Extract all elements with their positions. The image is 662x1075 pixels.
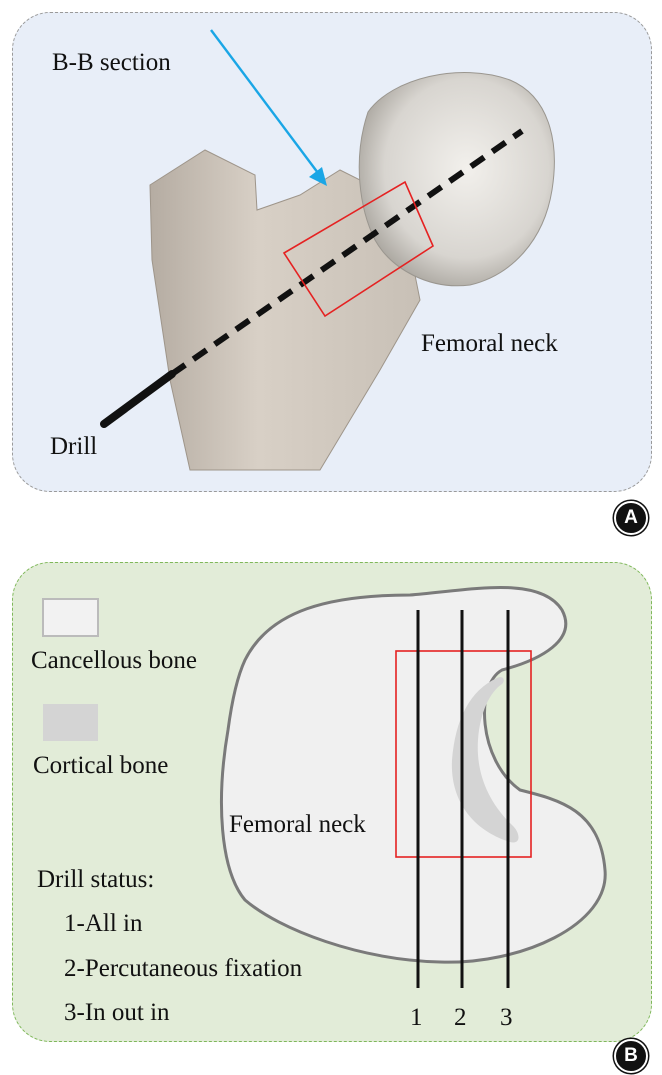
- drill-status-title: Drill status:: [37, 867, 154, 892]
- femoral-neck-label-b: Femoral neck: [229, 812, 366, 837]
- legend-cortical-label: Cortical bone: [33, 753, 168, 778]
- femoral-neck-outline: [221, 588, 605, 963]
- drill-number-3: 3: [500, 1005, 513, 1030]
- cortical-swatch: [43, 704, 98, 741]
- drill-status-item-1: 1-All in: [64, 911, 142, 936]
- cancellous-swatch: [43, 599, 98, 636]
- drill-number-2: 2: [454, 1005, 467, 1030]
- drill-status-item-3: 3-In out in: [64, 1000, 170, 1025]
- drill-status-item-2: 2-Percutaneous fixation: [64, 956, 302, 981]
- drill-number-1: 1: [410, 1005, 423, 1030]
- legend-cancellous-label: Cancellous bone: [31, 648, 197, 673]
- panel-b-badge: B: [614, 1039, 648, 1073]
